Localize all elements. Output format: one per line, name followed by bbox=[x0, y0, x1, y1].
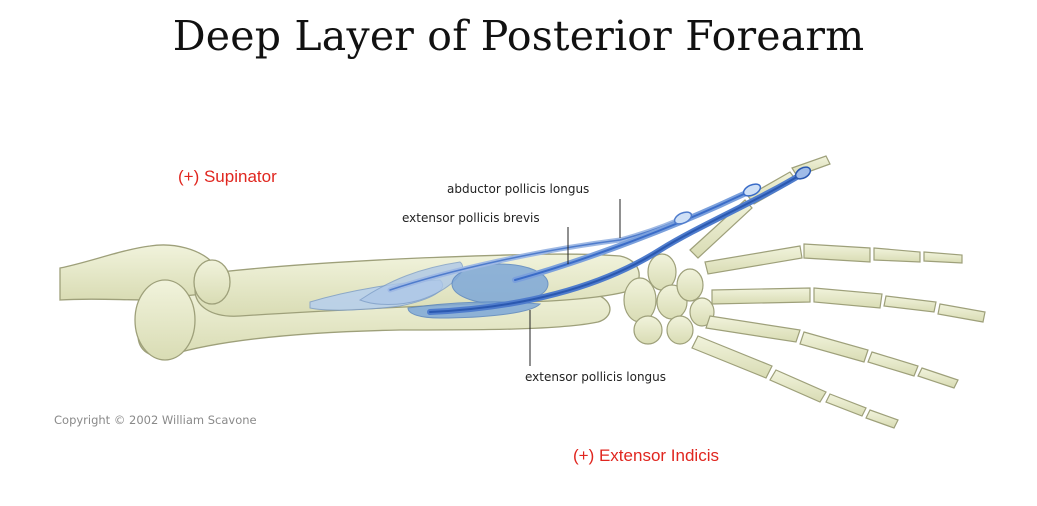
ring-phalanx-1 bbox=[799, 331, 869, 363]
ring-phalanx-3 bbox=[917, 367, 959, 389]
extensor-pollicis-longus-tendon-core bbox=[429, 171, 806, 313]
hand-bones bbox=[689, 155, 986, 429]
little-phalanx-2 bbox=[825, 393, 867, 417]
middle-metacarpal bbox=[711, 287, 811, 305]
index-phalanx-1 bbox=[803, 243, 871, 263]
label-extensor-pollicis-longus: extensor pollicis longus bbox=[525, 370, 666, 384]
carpal-bones bbox=[623, 253, 715, 345]
tendons bbox=[387, 166, 812, 315]
copyright-text: Copyright © 2002 William Scavone bbox=[54, 413, 257, 427]
humerus-end bbox=[59, 244, 217, 301]
label-abductor-pollicis-longus: abductor pollicis longus bbox=[447, 182, 589, 196]
little-phalanx-1 bbox=[769, 369, 827, 403]
little-metacarpal bbox=[691, 335, 773, 379]
index-metacarpal bbox=[704, 245, 803, 275]
index-phalanx-3 bbox=[923, 251, 963, 264]
leader-lines bbox=[529, 199, 621, 366]
supinator-note: (+) Supinator bbox=[178, 167, 277, 186]
page-title: Deep Layer of Posterior Forearm bbox=[172, 12, 865, 60]
radial-head bbox=[193, 259, 231, 305]
ring-metacarpal bbox=[705, 315, 801, 343]
label-extensor-pollicis-brevis: extensor pollicis brevis bbox=[402, 211, 540, 225]
index-phalanx-2 bbox=[873, 247, 921, 263]
middle-phalanx-1 bbox=[813, 287, 883, 309]
olecranon bbox=[134, 279, 196, 361]
ring-phalanx-2 bbox=[867, 351, 919, 377]
little-phalanx-3 bbox=[865, 409, 899, 429]
middle-phalanx-2 bbox=[883, 295, 937, 313]
middle-phalanx-3 bbox=[937, 303, 986, 323]
extensor-indicis-note: (+) Extensor Indicis bbox=[573, 446, 719, 465]
